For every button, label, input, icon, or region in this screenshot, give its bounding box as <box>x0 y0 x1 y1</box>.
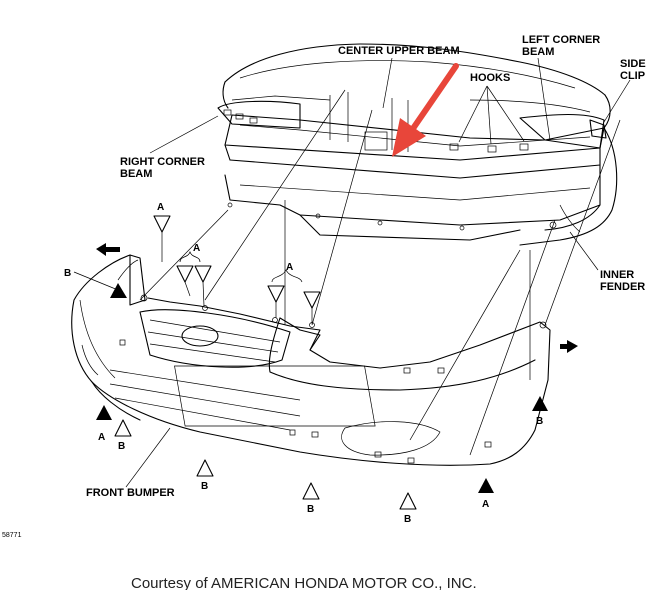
right-arrow-icon <box>560 340 578 353</box>
label-inner-fender-line1: INNER <box>600 269 634 281</box>
triangle-a-open-5 <box>303 291 321 309</box>
triangle-b-open-4 <box>399 492 417 510</box>
marker-b-4: B <box>307 504 314 515</box>
inner-fender <box>519 127 618 246</box>
triangle-a-open-1 <box>153 215 171 233</box>
left-corner-beam <box>519 113 607 149</box>
direction-arrows <box>96 243 578 353</box>
triangle-a-open-4 <box>267 285 285 303</box>
label-inner-fender-line2: FENDER <box>600 281 645 293</box>
marker-b-2: B <box>118 441 125 452</box>
triangle-b-open-1 <box>114 419 132 437</box>
label-center-upper-beam: CENTER UPPER BEAM <box>338 45 460 57</box>
lower-support <box>224 164 601 241</box>
label-right-corner-beam-line2: BEAM <box>120 168 152 180</box>
leader-lines <box>73 57 631 488</box>
marker-a-3: A <box>286 262 293 273</box>
marker-triangles <box>96 215 548 510</box>
figure-number: 58771 <box>2 532 22 539</box>
label-side-clip-line2: CLIP <box>620 70 645 82</box>
triangle-b-filled-2 <box>532 396 548 411</box>
marker-a-5: A <box>482 499 489 510</box>
triangle-a-filled-2 <box>478 478 494 493</box>
highlight-arrow <box>392 63 459 157</box>
triangle-b-open-2 <box>196 459 214 477</box>
triangle-b-filled-1 <box>110 283 127 298</box>
marker-b-5: B <box>404 514 411 525</box>
marker-a-2: A <box>193 243 200 254</box>
marker-b-3: B <box>201 481 208 492</box>
triangle-a-open-3 <box>194 265 212 283</box>
label-front-bumper: FRONT BUMPER <box>86 487 175 499</box>
credit-line: Courtesy of AMERICAN HONDA MOTOR CO., IN… <box>131 575 477 590</box>
front-bumper <box>71 254 551 466</box>
label-left-corner-beam-line2: BEAM <box>522 46 554 58</box>
label-right-corner-beam-line1: RIGHT CORNER <box>120 156 205 168</box>
left-arrow-icon <box>96 243 120 256</box>
marker-b-1: B <box>64 268 71 279</box>
marker-a-4: A <box>98 432 105 443</box>
marker-a-1: A <box>157 202 164 213</box>
alignment-lines <box>139 89 621 456</box>
triangle-b-open-3 <box>302 482 320 500</box>
label-left-corner-beam-line1: LEFT CORNER <box>522 34 600 46</box>
triangle-a-filled-1 <box>96 405 112 420</box>
right-corner-beam <box>217 100 301 129</box>
marker-b-6: B <box>536 416 543 427</box>
label-hooks: HOOKS <box>470 72 510 84</box>
triangle-a-open-2 <box>176 265 194 283</box>
car-body-outline <box>222 43 611 129</box>
label-side-clip-line1: SIDE <box>620 58 646 70</box>
